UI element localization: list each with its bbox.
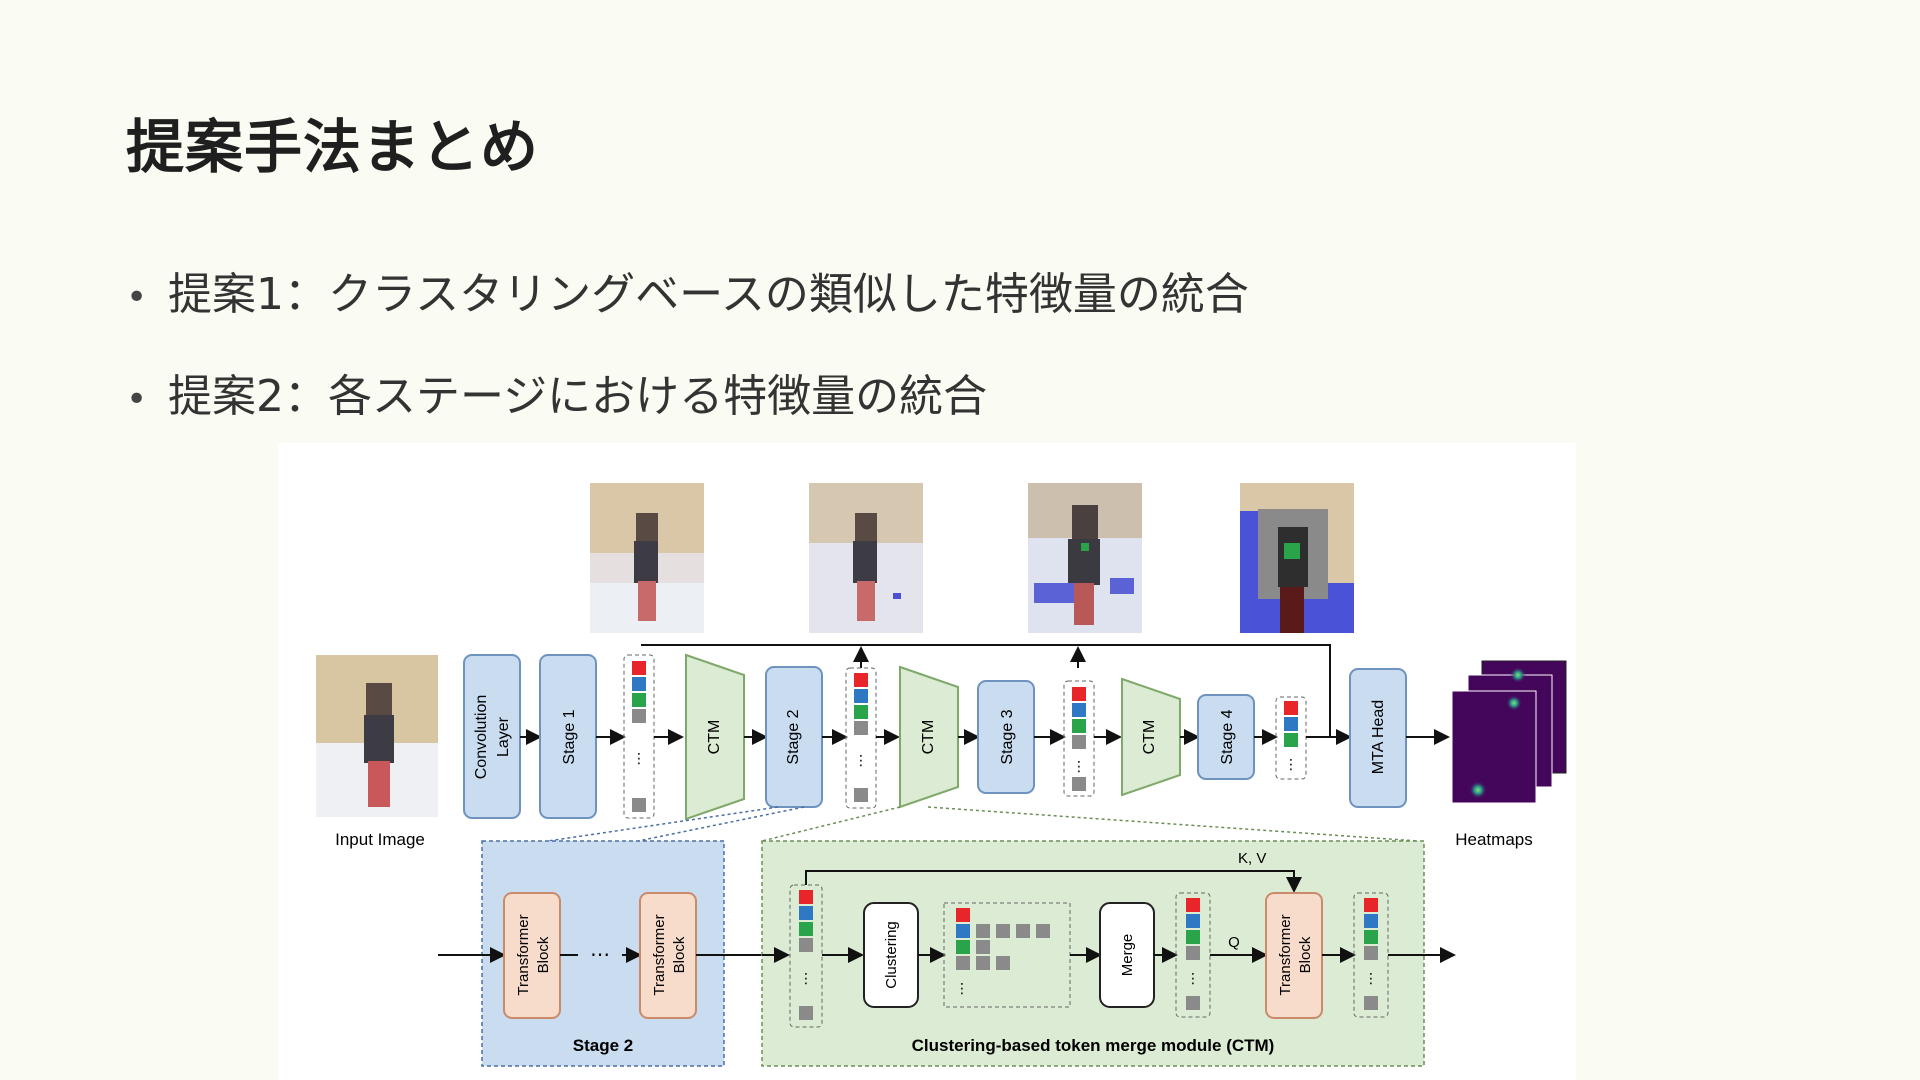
heatmaps-caption: Heatmaps [1455, 830, 1532, 849]
token-map-1 [590, 483, 704, 633]
bullet-text: 提案2：各ステージにおける特徴量の統合 [168, 371, 988, 422]
svg-text:⋮: ⋮ [1284, 757, 1298, 773]
bullet-dot-icon: • [126, 379, 148, 420]
kv-label: K, V [1238, 850, 1266, 867]
stage4-label: Stage 4 [1219, 709, 1236, 764]
ctm-block-3 [1121, 677, 1181, 797]
token-column-3: ⋮ [1063, 680, 1095, 797]
token-column-1: ⋮ [623, 654, 655, 819]
mta-head-label: MTA Head [1370, 700, 1387, 774]
stage1-label: Stage 1 [561, 709, 578, 764]
svg-text:⋮: ⋮ [955, 981, 969, 997]
bullet-text: 提案1：クラスタリングベースの類似した特徴量の統合 [168, 269, 1249, 320]
conv-label-line1: Convolution [473, 695, 490, 780]
token-map-3 [1028, 483, 1142, 633]
svg-text:⋮: ⋮ [632, 751, 646, 767]
input-image [316, 655, 438, 817]
token-map-4 [1240, 483, 1354, 633]
svg-text:⋮: ⋮ [1186, 971, 1200, 987]
clustering-label: Clustering [883, 921, 900, 989]
token-map-2 [809, 483, 923, 633]
ctm-label-3: CTM [1141, 720, 1158, 755]
svg-text:⋮: ⋮ [799, 971, 813, 987]
slide-title: 提案手法まとめ [126, 113, 540, 181]
bullet-list: • 提案1：クラスタリングベースの類似した特徴量の統合 • 提案2：各ステージにおけ… [126, 265, 1249, 469]
token-column-4: ⋮ [1275, 696, 1307, 780]
ctm-panel-caption: Clustering-based token merge module (CTM… [912, 1036, 1275, 1055]
ctm-detail-panel: ⋮ K, V Clustering ⋮ Merge ⋮ [761, 840, 1456, 1067]
conv-label-line2: Layer [495, 716, 512, 757]
stage2-transformer2-label-b: Block [671, 936, 688, 973]
ctm-block-1 [685, 653, 745, 821]
input-image-caption: Input Image [335, 830, 425, 849]
svg-text:⋮: ⋮ [1364, 971, 1378, 987]
ctm-transformer-label-a: Transformer [1277, 914, 1294, 995]
q-label: Q [1228, 934, 1240, 951]
ctm-label-1: CTM [706, 720, 723, 755]
bullet-item: • 提案2：各ステージにおける特徴量の統合 [126, 367, 1249, 427]
token-column-2: ⋮ [845, 667, 877, 809]
stage3-label: Stage 3 [999, 709, 1016, 764]
stage2-transformer1-label-a: Transformer [515, 914, 532, 995]
bullet-dot-icon: • [126, 277, 148, 318]
ctm-block-2 [899, 665, 959, 809]
svg-text:⋮: ⋮ [854, 753, 868, 769]
heatmaps [1451, 660, 1567, 804]
svg-text:⋮: ⋮ [1072, 759, 1086, 775]
architecture-figure: Input Image Convolution Layer Stage 1 ⋮ … [278, 443, 1576, 1080]
stage2-detail-panel: Transformer Block ⋯ Transformer Block St… [438, 840, 762, 1067]
merge-label: Merge [1119, 934, 1136, 977]
stage2-transformer2-label-a: Transformer [651, 914, 668, 995]
stage2-panel-caption: Stage 2 [573, 1036, 633, 1055]
stage2-label: Stage 2 [785, 709, 802, 764]
stage2-dots: ⋯ [590, 942, 610, 966]
ctm-transformer-label-b: Block [1297, 936, 1314, 973]
bullet-item: • 提案1：クラスタリングベースの類似した特徴量の統合 [126, 265, 1249, 325]
ctm-label-2: CTM [920, 720, 937, 755]
stage2-transformer1-label-b: Block [535, 936, 552, 973]
